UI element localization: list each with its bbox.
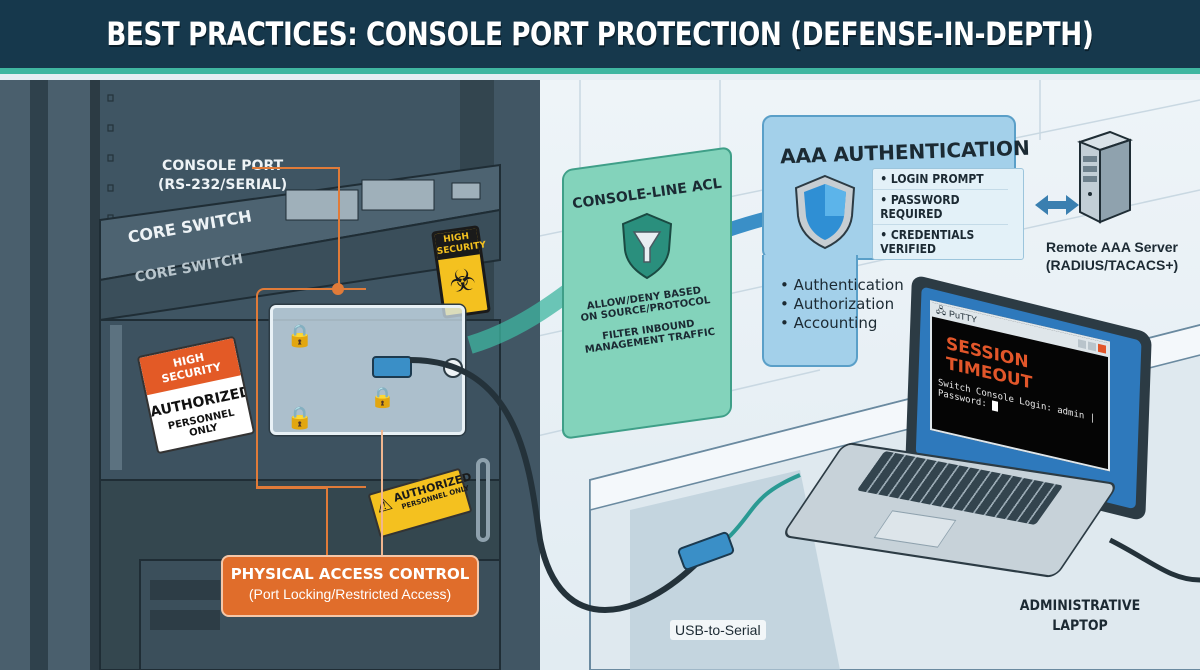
check-item: • PASSWORD REQUIRED: [873, 190, 1008, 225]
check-item: • CREDENTIALS VERIFIED: [880, 228, 975, 256]
server-name: Remote AAA Server: [1045, 239, 1178, 255]
page-title: BEST PRACTICES: CONSOLE PORT PROTECTION …: [106, 15, 1094, 53]
usb-to-serial-label: USB-to-Serial: [670, 620, 766, 640]
aaa-checks-list: • LOGIN PROMPT • PASSWORD REQUIRED • CRE…: [872, 168, 1024, 260]
callout-leader: [326, 487, 328, 565]
shield-icon: [794, 174, 856, 250]
acl-content: CONSOLE-LINE ACL ALLOW/DENY BASED ON SOU…: [562, 158, 732, 428]
remote-aaa-server-label: Remote AAA Server (RADIUS/TACACS+): [1032, 238, 1192, 274]
server-protocols: (RADIUS/TACACS+): [1045, 257, 1179, 273]
aaa-functions-list: • Authentication • Authorization • Accou…: [780, 276, 904, 333]
callout-leader: [338, 167, 340, 285]
padlock-icon: 🔒: [286, 405, 314, 430]
padlock-icon: 🔒: [370, 387, 395, 409]
power-cable: [1108, 537, 1200, 583]
console-port-callout: CONSOLE PORT (RS-232/SERIAL): [158, 157, 287, 195]
callout-leader: [252, 167, 340, 169]
physical-access-title: PHYSICAL ACCESS CONTROL: [230, 565, 470, 583]
server-tower-icon: [1077, 130, 1133, 224]
callout-leader: [381, 430, 383, 565]
aaa-function-item: • Authentication: [780, 276, 904, 294]
locked-port-enclosure: [270, 305, 465, 435]
bidirectional-arrow-icon: [1035, 195, 1079, 215]
console-port-label: CONSOLE PORT: [162, 158, 284, 174]
title-bar: BEST PRACTICES: CONSOLE PORT PROTECTION …: [0, 0, 1200, 74]
aaa-function-item: • Authorization: [780, 295, 895, 313]
serial-cable: [409, 357, 703, 613]
physical-access-subtitle: (Port Locking/Restricted Access): [248, 586, 452, 602]
putty-title: PuTTY: [949, 308, 978, 325]
minimize-button[interactable]: [1078, 339, 1086, 350]
maximize-button[interactable]: [1088, 341, 1096, 352]
close-button[interactable]: [1098, 343, 1106, 354]
aaa-function-item: • Accounting: [780, 314, 878, 332]
laptop-label-line2: LAPTOP: [1052, 618, 1108, 634]
administrative-laptop-label: ADMINISTRATIVE LAPTOP: [1017, 596, 1143, 636]
funnel-shield-icon: [621, 212, 673, 280]
laptop-label-line1: ADMINISTRATIVE: [1019, 598, 1141, 614]
putty-icon: 🖧: [936, 304, 947, 317]
console-port-type: (RS-232/SERIAL): [158, 177, 288, 193]
callout-leader: [256, 487, 328, 489]
cursor[interactable]: [992, 400, 999, 412]
padlock-icon: 🔒: [286, 323, 314, 348]
usb-adapter: [677, 531, 735, 571]
acl-title: CONSOLE-LINE ACL: [571, 175, 723, 213]
db9-connector: [372, 356, 412, 378]
check-item: • LOGIN PROMPT: [873, 169, 1008, 190]
aaa-panel-lower: [762, 255, 858, 367]
physical-access-control-callout: PHYSICAL ACCESS CONTROL (Port Locking/Re…: [221, 555, 479, 617]
